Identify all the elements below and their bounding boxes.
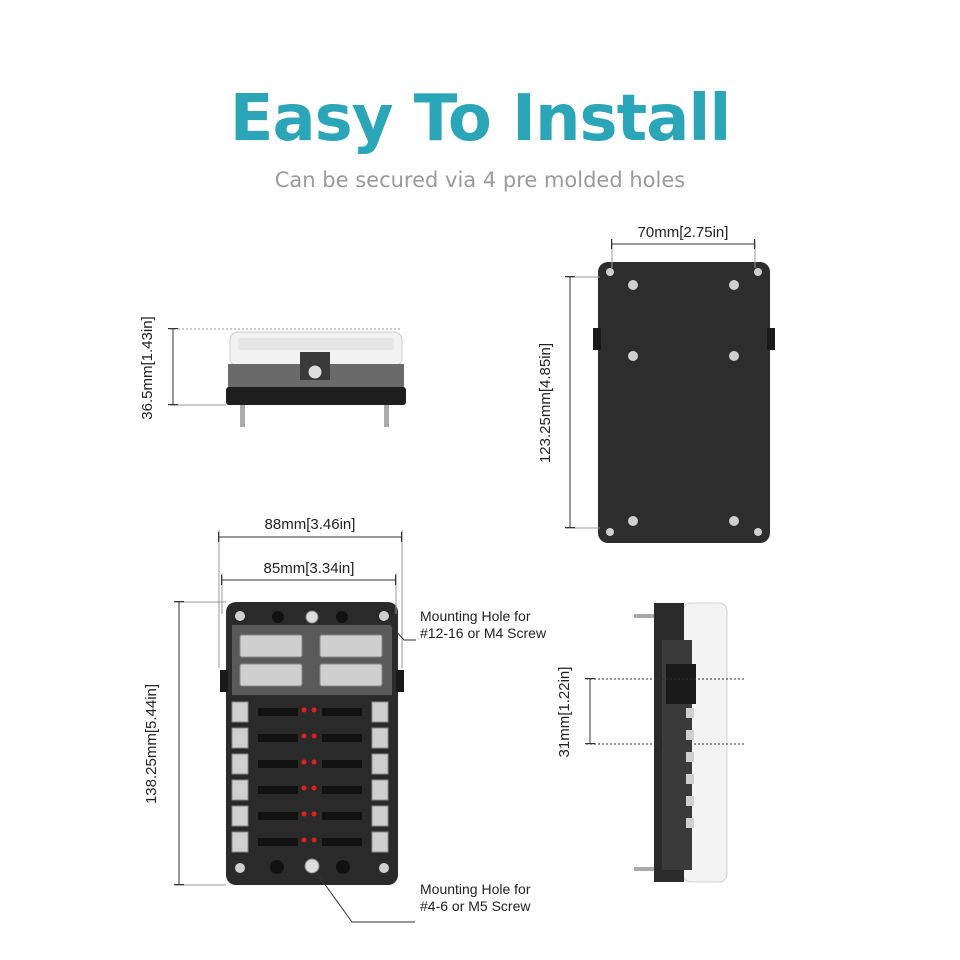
callout-bottom-line2: #4-6 or M5 Screw [420, 898, 531, 914]
page-subtitle: Can be secured via 4 pre molded holes [274, 168, 686, 192]
front-outer-width-label: 88mm[3.46in] [265, 516, 356, 533]
width-dimension-back: 70mm[2.75in] [611, 224, 756, 268]
height-dimension-front: 138.25mm[5.44in] [143, 601, 226, 886]
back-view-panel [593, 262, 775, 543]
callout-bottom-mounting-hole: Mounting Hole for #4-6 or M5 Screw [315, 871, 531, 923]
outer-width-dimension-front: 88mm[3.46in] [218, 516, 403, 668]
height-side-label: 36.5mm[1.43in] [139, 316, 156, 419]
callout-top-line1: Mounting Hole for [420, 608, 531, 624]
side-depth-label: 31mm[1.22in] [556, 667, 573, 758]
front-view-fuse-block [220, 602, 404, 885]
callout-top-line2: #12-16 or M4 Screw [420, 625, 547, 641]
front-height-label: 138.25mm[5.44in] [143, 684, 160, 804]
callout-bottom-line1: Mounting Hole for [420, 881, 531, 897]
inner-width-dimension-front: 85mm[3.34in] [221, 560, 397, 614]
height-dimension-side: 36.5mm[1.43in] [139, 316, 178, 420]
side-view-profile [170, 328, 406, 427]
depth-dimension-side: 31mm[1.22in] [556, 667, 595, 758]
callout-top-mounting-hole: Mounting Hole for #12-16 or M4 Screw [385, 608, 547, 641]
back-height-label: 123.25mm[4.85in] [537, 343, 554, 463]
height-dimension-back: 123.25mm[4.85in] [537, 276, 600, 529]
front-inner-width-label: 85mm[3.34in] [264, 560, 355, 577]
page-title: Easy To Install [229, 82, 732, 156]
back-width-label: 70mm[2.75in] [638, 224, 729, 241]
side-depth-view [586, 602, 746, 883]
